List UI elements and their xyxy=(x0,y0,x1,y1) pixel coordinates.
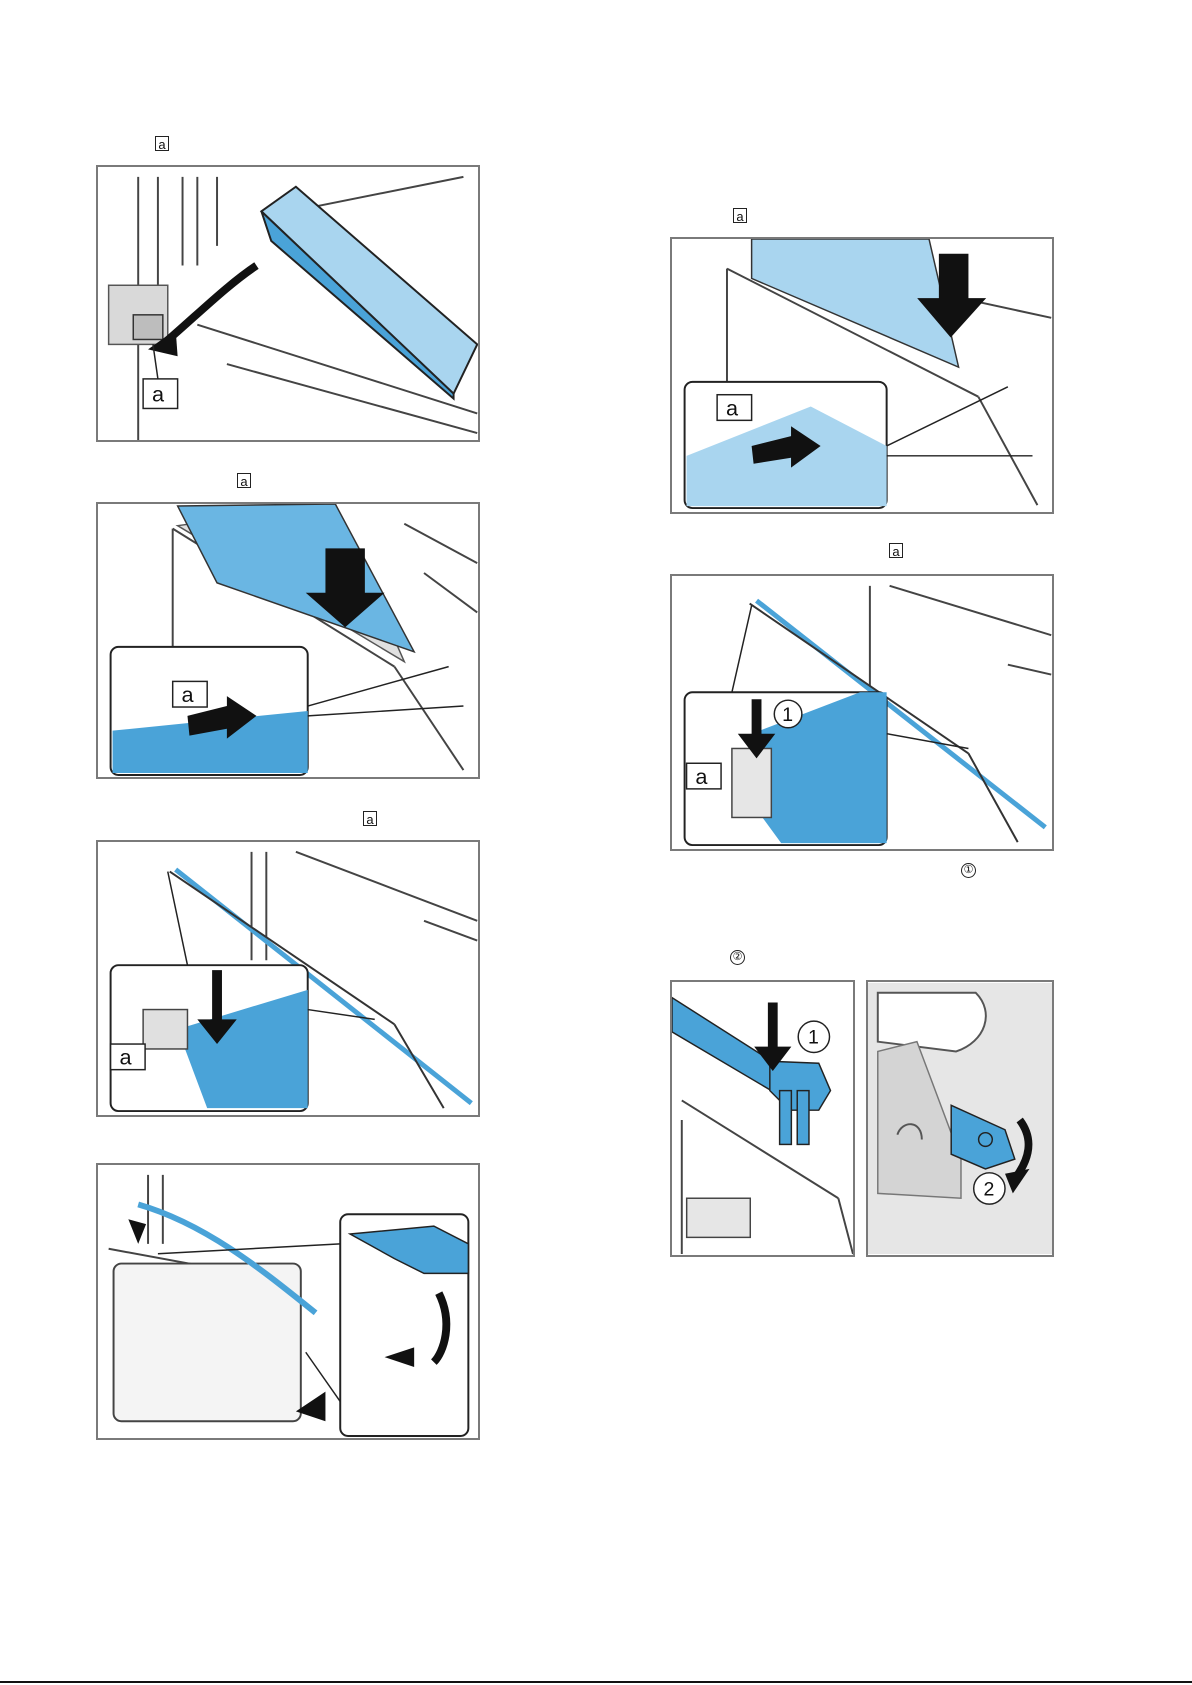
figure-6-illustration: 1 a xyxy=(672,576,1052,849)
figure-2-callout-a: a xyxy=(182,682,195,707)
figure-3-callout-a: a xyxy=(119,1045,132,1070)
marker-a-5: a xyxy=(889,543,903,558)
figure-7a-illustration: 1 xyxy=(672,982,853,1255)
figure-6-callout-1: 1 xyxy=(782,704,793,726)
figure-5-callout-a: a xyxy=(726,395,739,420)
figure-3: a xyxy=(96,840,480,1117)
figure-7a-callout-1: 1 xyxy=(808,1027,819,1049)
page-bottom-rule xyxy=(0,1681,1192,1683)
marker-step-2: ② xyxy=(730,950,745,965)
marker-a-4: a xyxy=(733,208,747,223)
figure-1: a xyxy=(96,165,480,442)
figure-2: a xyxy=(96,502,480,779)
marker-a-1: a xyxy=(155,136,169,151)
figure-5-illustration: a xyxy=(672,239,1052,512)
figure-7b: 2 xyxy=(866,980,1054,1257)
figure-5: a xyxy=(670,237,1054,514)
figure-4-illustration xyxy=(98,1165,478,1438)
marker-a-3: a xyxy=(363,811,377,826)
figure-6: 1 a xyxy=(670,574,1054,851)
figure-7a: 1 xyxy=(670,980,855,1257)
figure-3-illustration: a xyxy=(98,842,478,1115)
marker-step-1: ① xyxy=(961,863,976,878)
figure-1-illustration: a xyxy=(98,167,478,440)
figure-4 xyxy=(96,1163,480,1440)
figure-2-illustration: a xyxy=(98,504,478,777)
figure-7b-callout-2: 2 xyxy=(983,1178,994,1200)
figure-7b-illustration: 2 xyxy=(868,982,1052,1255)
figure-6-callout-a: a xyxy=(695,764,708,789)
marker-a-2: a xyxy=(237,473,251,488)
figure-1-callout-a: a xyxy=(152,382,165,407)
